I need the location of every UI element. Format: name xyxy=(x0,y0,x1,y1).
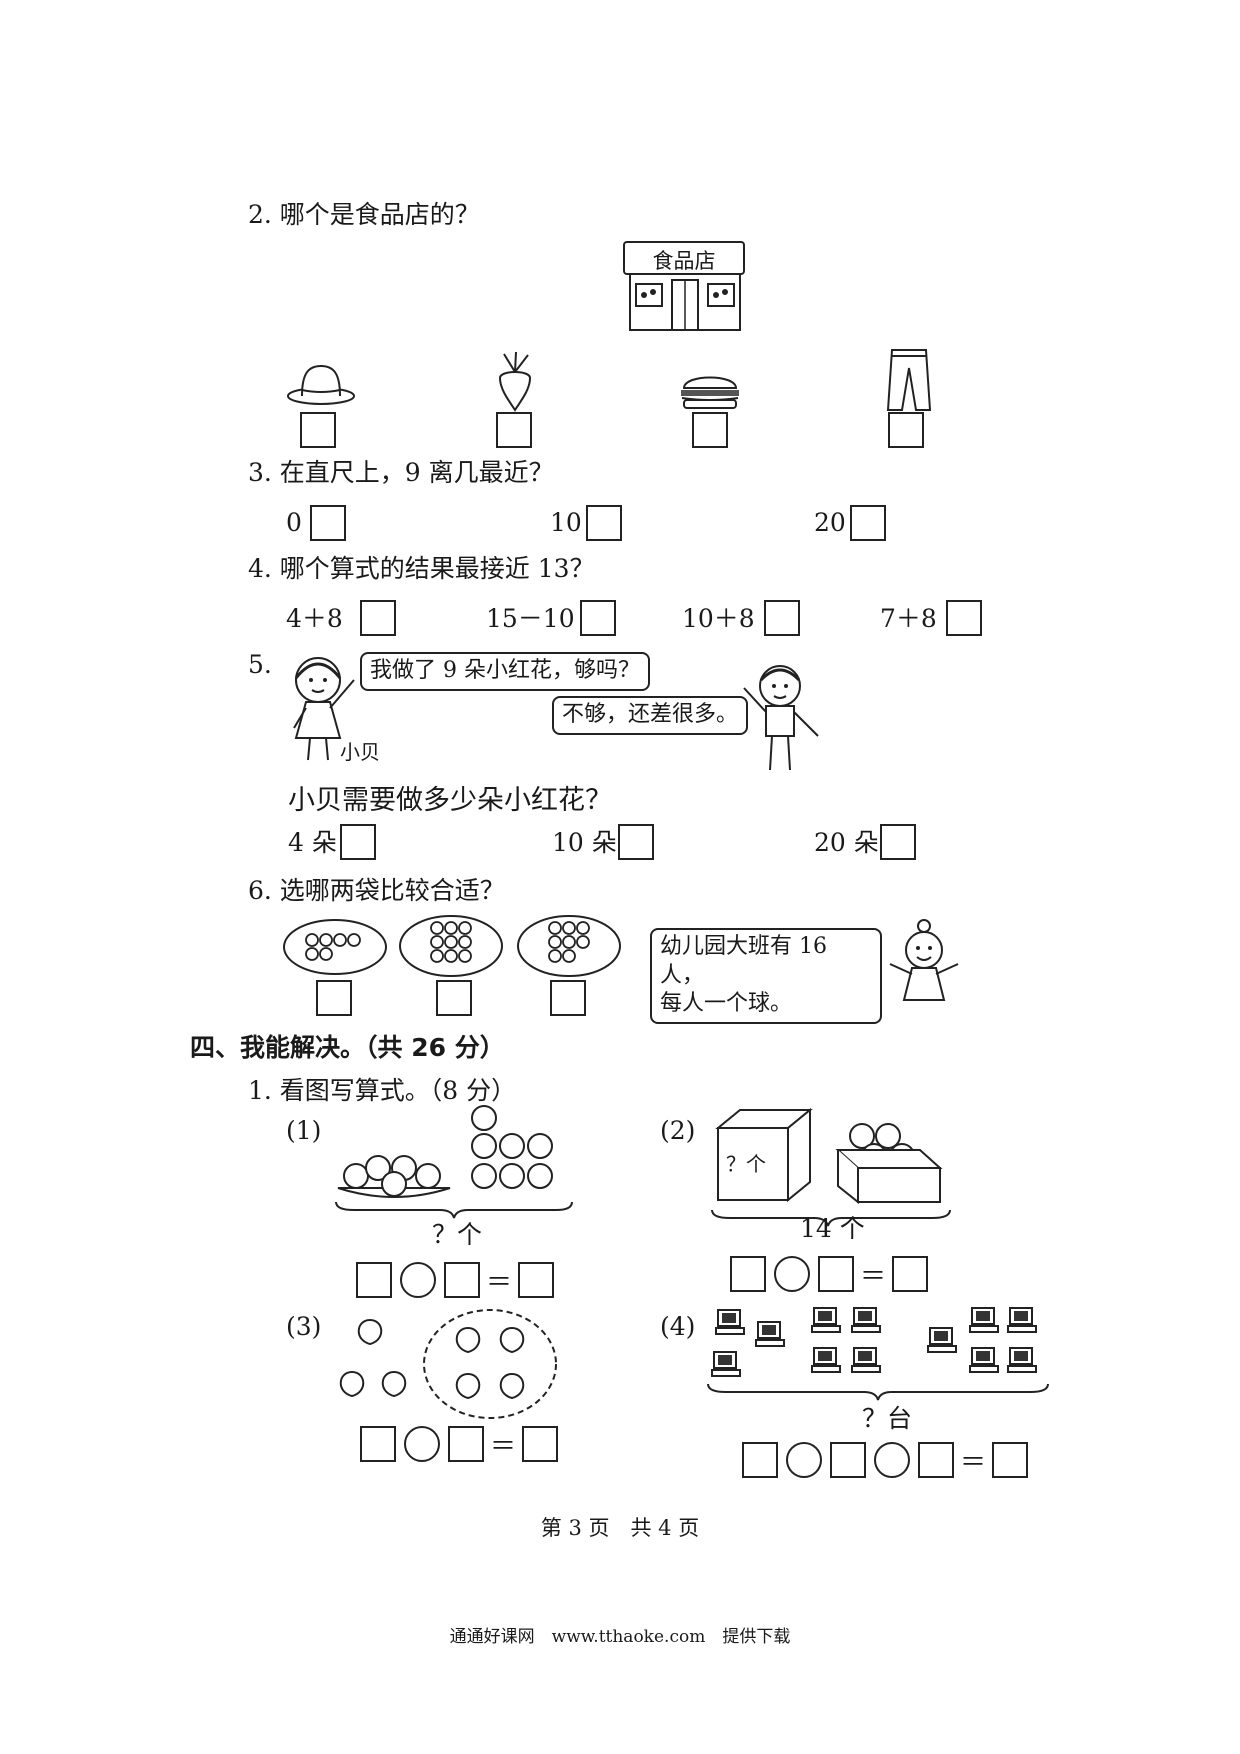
q2-answer-box-hat[interactable] xyxy=(300,412,336,448)
apples-plate-and-apples xyxy=(335,1105,573,1219)
p1-result-box[interactable] xyxy=(518,1262,554,1298)
q5-answer-box-4[interactable] xyxy=(340,824,376,860)
q2-answer-box-hamburger[interactable] xyxy=(692,412,728,448)
q4-answer-box-3[interactable] xyxy=(764,600,800,636)
speech-line-2: 每人一个球。 xyxy=(660,991,793,1017)
q5-answer-box-20[interactable] xyxy=(880,824,916,860)
bag-3 xyxy=(517,915,621,977)
q6-answer-box-2[interactable] xyxy=(436,980,472,1016)
box-and-apple-crate xyxy=(711,1107,951,1227)
section-4-q1-title: 1. 看图写算式。（8 分） xyxy=(248,1076,517,1105)
computers-picture xyxy=(707,1307,1049,1401)
q6-title: 6. 选哪两袋比较合适？ xyxy=(248,876,505,905)
p4-operand-box-1[interactable] xyxy=(742,1442,778,1478)
problem-2-label: (2) xyxy=(660,1116,696,1145)
q3-answer-box-10[interactable] xyxy=(586,505,622,541)
p1-operator-circle[interactable] xyxy=(400,1262,436,1298)
p4-equals: ＝ xyxy=(960,1448,987,1478)
q5-option-20: 20 朵 xyxy=(814,828,879,857)
problem-2-brace-label: 14 个 xyxy=(800,1214,865,1243)
p3-result-box[interactable] xyxy=(522,1426,558,1462)
p3-operator-circle[interactable] xyxy=(404,1426,440,1462)
q4-answer-box-1[interactable] xyxy=(360,600,396,636)
boy-illustration xyxy=(743,665,819,771)
girl-speech-bubble: 我做了 9 朵小红花，够吗？ xyxy=(360,652,650,691)
speech-line-1: 幼儿园大班有 16 人， xyxy=(660,934,827,988)
boy-speech-bubble: 不够，还差很多。 xyxy=(552,696,749,735)
bag-2 xyxy=(399,915,503,977)
q5-option-10: 10 朵 xyxy=(552,828,617,857)
hat-icon xyxy=(287,364,355,405)
p3-equals: ＝ xyxy=(490,1432,517,1462)
problem-4-label: (4) xyxy=(660,1312,696,1341)
food-store-picture: 食品店 xyxy=(622,240,746,332)
q3-option-0: 0 xyxy=(286,508,302,537)
p4-operand-box-2[interactable] xyxy=(830,1442,866,1478)
q2-answer-box-trousers[interactable] xyxy=(888,412,924,448)
problem-1-label: (1) xyxy=(286,1116,322,1145)
q2-title: 2. 哪个是食品店的？ xyxy=(248,200,480,229)
q3-option-10: 10 xyxy=(550,508,582,537)
p2-operand-box-2[interactable] xyxy=(818,1256,854,1292)
q4-title: 4. 哪个算式的结果最接近 13？ xyxy=(248,554,595,583)
peaches-picture xyxy=(339,1309,557,1419)
q5-answer-box-10[interactable] xyxy=(618,824,654,860)
q4-option-2: 15－10 xyxy=(486,604,575,633)
girl-illustration xyxy=(293,657,355,761)
problem-4-brace-label: ？台 xyxy=(862,1404,913,1433)
q4-answer-box-2[interactable] xyxy=(580,600,616,636)
section-4-title: 四、我能解决。（共 26 分） xyxy=(190,1033,505,1062)
teacher-illustration xyxy=(889,919,959,1001)
q6-answer-box-1[interactable] xyxy=(316,980,352,1016)
p4-operand-box-3[interactable] xyxy=(918,1442,954,1478)
p1-operand-box-1[interactable] xyxy=(356,1262,392,1298)
bag-1 xyxy=(283,919,387,975)
q3-option-20: 20 xyxy=(814,508,846,537)
q5-question: 小贝需要做多少朵小红花？ xyxy=(288,785,612,816)
q3-answer-box-20[interactable] xyxy=(850,505,886,541)
problem-1-brace-label: ？个 xyxy=(432,1220,483,1249)
trousers-icon xyxy=(886,349,932,411)
q3-answer-box-0[interactable] xyxy=(310,505,346,541)
hamburger-icon xyxy=(681,376,739,409)
q4-answer-box-4[interactable] xyxy=(946,600,982,636)
p1-equals: ＝ xyxy=(486,1268,513,1298)
source-footer: 通通好课网 www.tthaoke.com 提供下载 xyxy=(449,1627,791,1647)
p1-operand-box-2[interactable] xyxy=(444,1262,480,1298)
p2-operand-box-1[interactable] xyxy=(730,1256,766,1292)
p4-result-box[interactable] xyxy=(992,1442,1028,1478)
p4-operator-circle-1[interactable] xyxy=(786,1442,822,1478)
radish-icon xyxy=(498,351,532,412)
page-number: 第 3 页 共 4 页 xyxy=(540,1516,700,1540)
p4-operator-circle-2[interactable] xyxy=(874,1442,910,1478)
q4-option-3: 10＋8 xyxy=(682,604,755,633)
q4-option-1: 4＋8 xyxy=(286,604,343,633)
p3-operand-box-1[interactable] xyxy=(360,1426,396,1462)
p2-result-box[interactable] xyxy=(892,1256,928,1292)
store-sign: 食品店 xyxy=(652,249,716,273)
problem-2-box-label: ？个 xyxy=(726,1152,766,1176)
p3-operand-box-2[interactable] xyxy=(448,1426,484,1462)
problem-3-label: (3) xyxy=(286,1312,322,1341)
p2-equals: ＝ xyxy=(860,1262,887,1292)
q6-answer-box-3[interactable] xyxy=(550,980,586,1016)
q3-title: 3. 在直尺上，9 离几最近？ xyxy=(248,458,554,487)
p2-operator-circle[interactable] xyxy=(774,1256,810,1292)
q2-answer-box-radish[interactable] xyxy=(496,412,532,448)
q5-option-4: 4 朵 xyxy=(288,828,337,857)
q5-number: 5. xyxy=(248,650,272,679)
q4-option-4: 7＋8 xyxy=(880,604,937,633)
kindergarten-speech-bubble: 幼儿园大班有 16 人， 每人一个球。 xyxy=(650,928,882,1024)
girl-name: 小贝 xyxy=(340,740,380,764)
